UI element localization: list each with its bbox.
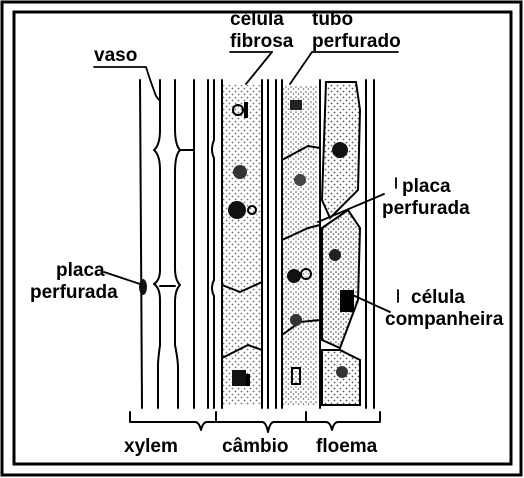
label-placa-right-1: placa [402, 176, 451, 197]
phloem-companion-cells [322, 80, 374, 408]
label-celula-fibrosa-1: célula [230, 9, 284, 30]
label-placa-left-2: perfurada [30, 282, 118, 303]
label-tubo-perfurado-2: perfurado [312, 31, 401, 52]
label-celula-fibrosa-2: fibrosa [230, 31, 294, 52]
label-celula-companheira-2: companheira [385, 309, 504, 330]
fiber-cell-strip [222, 85, 262, 405]
label-placa-left-1: placa [56, 260, 105, 281]
label-celula-companheira-1: célula [411, 287, 465, 308]
xylem-plate-mark [139, 279, 147, 295]
region-label-cambio: câmbio [222, 436, 289, 457]
label-vaso: vaso [94, 45, 137, 66]
region-label-xylem: xylem [124, 436, 178, 457]
label-placa-right-2: perfurada [382, 198, 470, 219]
region-label-floema: floema [316, 436, 378, 457]
phloem-sieve-tube [276, 80, 320, 408]
label-tubo-perfurado-1: tubo [312, 9, 353, 30]
